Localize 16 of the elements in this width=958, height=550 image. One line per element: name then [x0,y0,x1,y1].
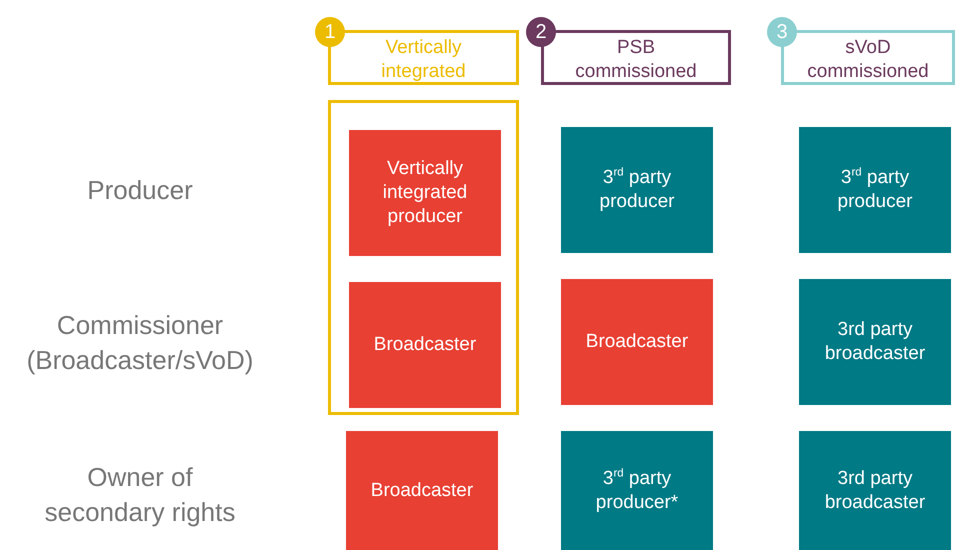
role-box: 3$^{rd}$ party producer [561,127,713,253]
step-number-badge: 3 [767,17,797,47]
role-box: Broadcaster [346,431,498,550]
role-box: Broadcaster [561,279,713,405]
role-box: 3rd party broadcaster [799,279,951,405]
role-box: Vertically integrated producer [349,130,501,256]
role-box: 3rd party broadcaster [799,431,951,550]
row-label: Owner of secondary rights [44,461,236,529]
highlight-frame [328,100,519,415]
role-box: Broadcaster [349,282,501,408]
step-number-badge: 1 [315,17,345,47]
row-label: Commissioner (Broadcaster/sVoD) [26,309,254,377]
role-box: 3$^{rd}$ party producer [799,127,951,253]
step-number-badge: 2 [526,17,556,47]
row-label: Producer [86,174,194,207]
role-box: 3$^{rd}$ party producer* [561,431,713,550]
